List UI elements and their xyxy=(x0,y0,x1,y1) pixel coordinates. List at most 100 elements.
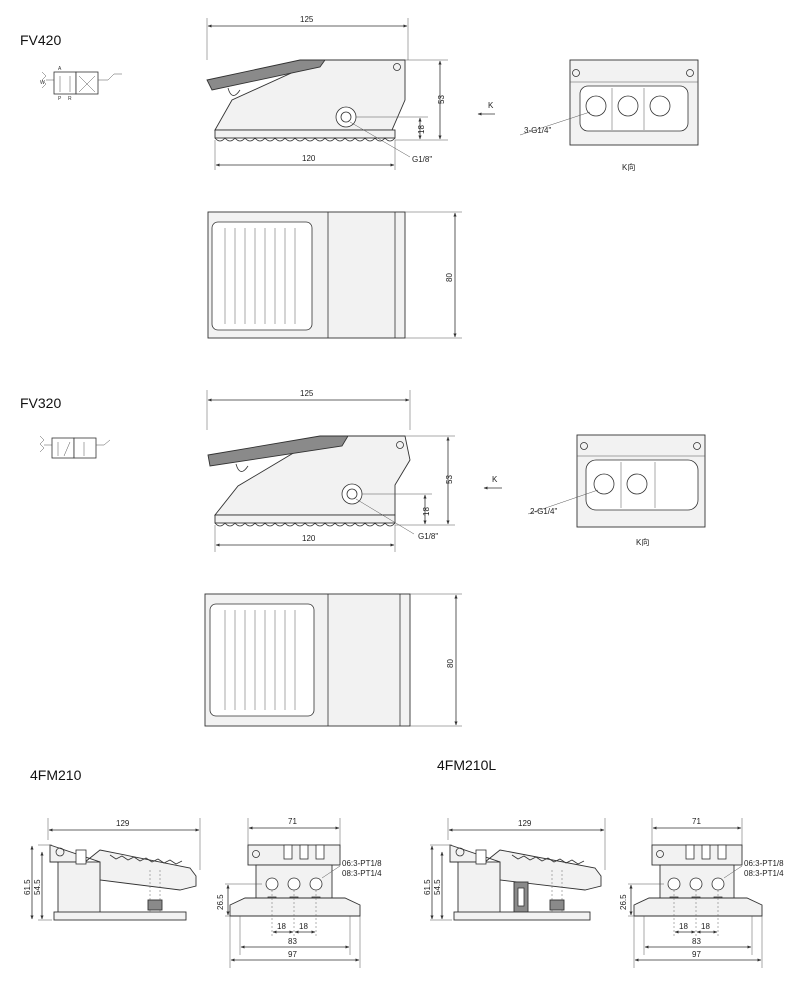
valve-body xyxy=(214,59,406,131)
mount-screw xyxy=(393,63,401,71)
k-view-caption: K向 xyxy=(622,162,635,172)
pilot-port-inner xyxy=(340,111,352,123)
dim-h1-label: 61.5 xyxy=(23,879,32,895)
pivot-pin xyxy=(455,847,465,857)
port-label-g18: G1/8" xyxy=(418,532,438,541)
dim-length-label: 129 xyxy=(116,819,130,828)
symbol-letter-w: W xyxy=(40,80,45,86)
fv320-side-view: 125 53 18 120 G1/8" K xyxy=(206,389,502,552)
spring-symbol xyxy=(39,435,45,453)
port-3 xyxy=(649,95,671,117)
pedal-tread-teeth xyxy=(511,854,585,865)
base-plate xyxy=(214,514,396,524)
stem-3 xyxy=(315,844,325,860)
fv420-side-view: 125 53 18 120 G1/8" K xyxy=(206,15,495,170)
4fm210-side-view: 129 61.5 54.5 xyxy=(23,818,201,921)
port-2 xyxy=(626,473,648,495)
foot-pad xyxy=(549,899,565,911)
pedal-actuator-symbol xyxy=(98,73,122,81)
symbol-letter-r: R xyxy=(68,96,72,102)
front-width-label: 71 xyxy=(288,817,297,826)
pitch-2-label: 18 xyxy=(701,922,710,931)
model-title-fv320: FV320 xyxy=(20,395,61,411)
model-title-4fm210: 4FM210 xyxy=(30,767,82,783)
dim-port-height-label: 26.5 xyxy=(216,894,225,910)
4fm210l-side-view: 129 61.5 54.5 xyxy=(423,818,606,921)
4fm210l-front-view: 71 26.5 06:3-PT1/8 08:3-PT1/4 xyxy=(619,817,784,968)
port-label-2: 08:3-PT1/4 xyxy=(744,869,784,878)
valve-box-2 xyxy=(75,71,99,95)
fv320-pneumatic-symbol xyxy=(39,435,111,459)
valve-box-1 xyxy=(53,71,77,95)
pedal-top xyxy=(207,435,349,467)
fv320-section: FV320 125 53 xyxy=(20,389,706,727)
view-arrow-label: K xyxy=(488,101,494,110)
dim-mount-label: 83 xyxy=(692,937,701,946)
base-plate xyxy=(633,897,763,917)
valve-box-2 xyxy=(73,437,97,459)
fv420-pneumatic-symbol: W P A R xyxy=(40,66,122,102)
spring-symbol xyxy=(41,71,47,89)
port-label-g18: G1/8" xyxy=(412,155,432,164)
k-view-screw-right xyxy=(693,442,701,450)
dim-base-label: 120 xyxy=(302,154,316,163)
dim-height-label: 53 xyxy=(437,95,446,104)
dim-height-label: 53 xyxy=(445,475,454,484)
foot-pad xyxy=(147,899,163,911)
mount-screw xyxy=(396,441,404,449)
pitch-1-label: 18 xyxy=(679,922,688,931)
valve-block xyxy=(457,861,501,915)
rubber-sole xyxy=(214,137,396,142)
stem-2 xyxy=(701,844,711,860)
valve-stem xyxy=(75,849,87,865)
fv420-top-view: 80 xyxy=(207,211,462,339)
pitch-2-label: 18 xyxy=(299,922,308,931)
valve-box-1 xyxy=(51,437,75,459)
port-label-2: 08:3-PT1/4 xyxy=(342,869,382,878)
dim-mount-label: 83 xyxy=(288,937,297,946)
port-2 xyxy=(287,877,301,891)
pivot-pin xyxy=(252,850,260,858)
port-3 xyxy=(309,877,323,891)
dim-port-height-label: 18 xyxy=(422,507,431,516)
port-label-1: 06:3-PT1/8 xyxy=(342,859,382,868)
fv420-section: FV420 W P A R 125 xyxy=(20,15,699,339)
fv320-top-view: 80 xyxy=(204,593,462,727)
ports-label: 2-G1/4" xyxy=(530,507,557,516)
dim-length-label: 125 xyxy=(300,15,314,24)
dim-base-label: 97 xyxy=(692,950,701,959)
dim-h2-label: 54.5 xyxy=(433,879,442,895)
stem-3 xyxy=(717,844,727,860)
4fm210l-section: 4FM210L 129 61.5 54.5 xyxy=(423,757,784,968)
model-title-fv420: FV420 xyxy=(20,32,61,48)
pedal-tread-teeth xyxy=(109,854,183,865)
model-title-4fm210l: 4FM210L xyxy=(437,757,496,773)
dim-base-label: 120 xyxy=(302,534,316,543)
symbol-letter-a: A xyxy=(58,66,62,72)
rubber-sole xyxy=(214,522,396,527)
4fm210-section: 4FM210 129 61.5 54.5 71 xyxy=(23,767,382,968)
port-3 xyxy=(711,877,725,891)
dim-base-label: 97 xyxy=(288,950,297,959)
port-1 xyxy=(593,473,615,495)
view-arrow-label: K xyxy=(492,475,498,484)
k-view-screw-left xyxy=(580,442,588,450)
pedal-actuator-symbol xyxy=(96,439,111,446)
pedal-front xyxy=(247,844,341,866)
lock-lever xyxy=(517,887,525,907)
dim-width-label: 80 xyxy=(446,659,455,668)
pivot-pin xyxy=(656,850,664,858)
base-plate xyxy=(214,129,396,139)
fv320-k-view: 2-G1/4" K向 xyxy=(527,434,706,547)
port-2 xyxy=(617,95,639,117)
pilot-port-inner xyxy=(346,488,358,500)
ports-label: 3-G1/4" xyxy=(524,126,551,135)
fv420-k-view: 3-G1/4" K向 xyxy=(519,59,699,172)
k-view-screw-left xyxy=(572,69,580,77)
port-1 xyxy=(585,95,607,117)
base-plate xyxy=(229,897,361,917)
k-view-caption: K向 xyxy=(636,537,649,547)
port-label-1: 06:3-PT1/8 xyxy=(744,859,784,868)
pitch-1-label: 18 xyxy=(277,922,286,931)
